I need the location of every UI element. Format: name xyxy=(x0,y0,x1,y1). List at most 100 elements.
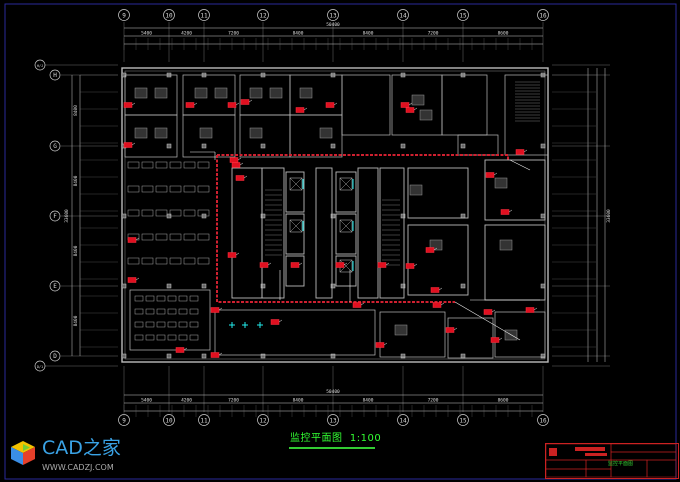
title-block-bar xyxy=(585,453,607,456)
cadzj-logo: CAD之家 WWW.CADZJ.COM xyxy=(6,436,136,478)
structural-column xyxy=(460,143,466,149)
cable-line xyxy=(509,159,531,171)
structural-column xyxy=(166,283,172,289)
structural-column xyxy=(121,353,127,359)
cctv-camera-icon xyxy=(352,302,362,308)
cctv-camera-icon xyxy=(231,162,241,168)
grid-label-left: F xyxy=(53,213,57,220)
camera-lead xyxy=(360,302,365,306)
grid-label-left: G xyxy=(53,143,57,150)
training-seat xyxy=(167,321,177,328)
monitored-zone-boundary xyxy=(216,154,509,303)
camera-lead xyxy=(248,99,253,103)
desk xyxy=(127,161,140,169)
cctv-camera-icon xyxy=(430,287,440,293)
grid-label-top: 9 xyxy=(122,13,126,20)
core-room xyxy=(231,167,263,299)
cube-logo-icon xyxy=(11,441,35,465)
structural-column xyxy=(540,213,546,219)
desk xyxy=(169,233,182,241)
training-seat xyxy=(156,295,166,302)
structural-column xyxy=(166,353,172,359)
furniture xyxy=(199,127,213,139)
dimension-total: 33600 xyxy=(606,209,612,223)
grid-bubble xyxy=(327,414,339,426)
desk xyxy=(183,257,196,265)
grid-bubble xyxy=(537,414,549,426)
structural-column xyxy=(330,353,336,359)
desk xyxy=(155,161,168,169)
cctv-camera-icon xyxy=(185,102,195,108)
structural-column xyxy=(330,143,336,149)
camera-lead xyxy=(498,337,503,341)
cctv-camera-icon xyxy=(210,352,220,358)
grid-label-left: H xyxy=(53,72,57,79)
core-room xyxy=(335,255,357,287)
camera-lead xyxy=(193,102,198,106)
training-seat xyxy=(156,308,166,315)
cctv-camera-icon xyxy=(127,277,137,283)
training-seat xyxy=(167,334,177,341)
training-seat xyxy=(134,334,144,341)
structural-column xyxy=(540,143,546,149)
furniture xyxy=(214,87,228,99)
grid-label-top: 12 xyxy=(259,13,267,20)
cctv-camera-icon xyxy=(500,209,510,215)
furniture xyxy=(319,127,333,139)
camera-lead xyxy=(413,107,418,111)
core-room xyxy=(285,255,305,287)
core-room xyxy=(484,224,546,301)
camera-lead xyxy=(533,307,538,311)
grid-label-bottom: 16 xyxy=(539,418,547,425)
grid-bubble xyxy=(34,59,46,71)
dimension-span: 5400 xyxy=(141,31,152,37)
elevator-car xyxy=(339,219,353,233)
elevator-car xyxy=(339,177,353,191)
grid-label-left: D xyxy=(53,353,57,360)
cctv-camera-icon xyxy=(235,175,245,181)
camera-lead xyxy=(235,252,240,256)
grid-label-left: H/J xyxy=(37,64,43,68)
grid-bubble xyxy=(198,9,210,21)
grid-label-bottom: 10 xyxy=(165,418,173,425)
camera-lead xyxy=(235,102,240,106)
furniture xyxy=(249,127,263,139)
structural-column xyxy=(166,143,172,149)
camera-lead xyxy=(298,262,303,266)
training-seat xyxy=(134,321,144,328)
cctv-camera-icon xyxy=(400,102,410,108)
camera-lead xyxy=(433,247,438,251)
structural-column xyxy=(460,353,466,359)
grid-bubble xyxy=(118,9,130,21)
desk xyxy=(141,161,154,169)
core-room xyxy=(379,167,405,299)
desk xyxy=(197,185,210,193)
grid-label-bottom: 11 xyxy=(200,418,208,425)
desk xyxy=(141,233,154,241)
cctv-camera-icon xyxy=(485,172,495,178)
title-block-cell xyxy=(646,459,677,478)
training-seat xyxy=(145,308,155,315)
camera-lead xyxy=(438,287,443,291)
camera-lead xyxy=(383,342,388,346)
desk xyxy=(141,209,154,217)
structural-column xyxy=(121,213,127,219)
structural-column xyxy=(540,283,546,289)
grid-label-top: 15 xyxy=(459,13,467,20)
furniture xyxy=(409,184,423,196)
cctv-camera-icon xyxy=(290,262,300,268)
desk xyxy=(169,185,182,193)
desk xyxy=(183,185,196,193)
south-room xyxy=(214,309,376,356)
training-seat xyxy=(156,321,166,328)
furniture xyxy=(429,239,443,251)
cctv-camera-icon xyxy=(515,149,525,155)
dimension-span: 8400 xyxy=(73,245,79,256)
training-seat xyxy=(189,295,199,302)
cctv-camera-icon xyxy=(405,263,415,269)
camera-lead xyxy=(413,263,418,267)
core-room xyxy=(285,213,305,255)
cctv-camera-icon xyxy=(432,302,442,308)
cctv-camera-icon xyxy=(175,347,185,353)
